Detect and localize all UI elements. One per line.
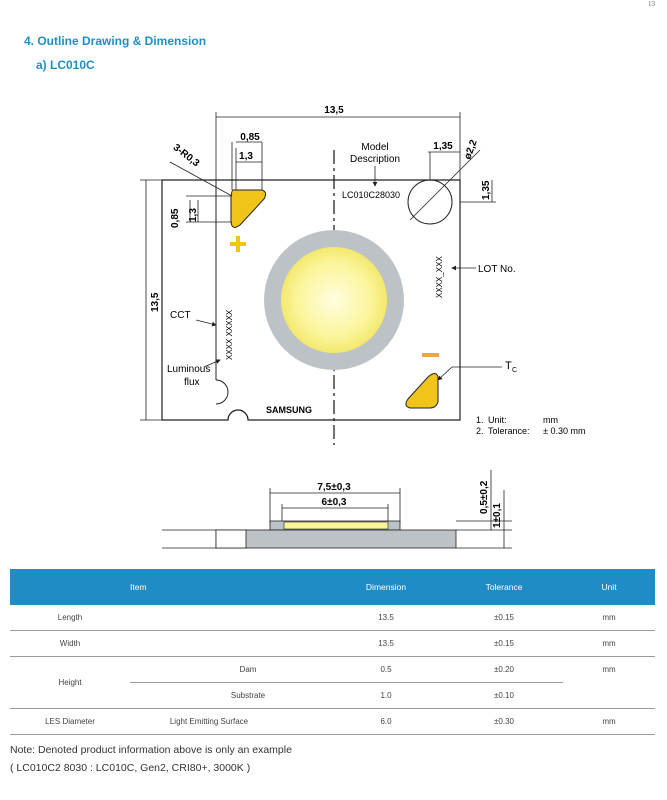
table-row: Substrate 1.0 ±0.10 — [10, 682, 655, 709]
note-block: Note: Denoted product information above … — [10, 741, 292, 777]
dim-radius: 3-R0,3 — [171, 142, 202, 169]
header-unit: Unit — [563, 569, 655, 605]
table-row: Width 13.5 ±0.15 mm — [10, 630, 655, 657]
height-item: Height — [10, 656, 130, 709]
brand-label: SAMSUNG — [266, 405, 312, 415]
dim-135-right: 1,35 — [481, 180, 492, 200]
les-item: LES Diameter — [10, 708, 130, 735]
note-line-2: ( LC010C2 8030 : LC010C, Gen2, CRI80+, 3… — [10, 762, 251, 774]
cathode-pad — [405, 373, 439, 409]
note1-number: 1. — [476, 415, 484, 425]
note2-key: Tolerance: — [488, 426, 530, 436]
page-number: 13 — [648, 0, 655, 8]
width-tolerance: ±0.15 — [445, 630, 563, 657]
header-tolerance: Tolerance — [445, 569, 563, 605]
tc-subscript: C — [512, 367, 517, 374]
note1-value: mm — [543, 415, 558, 425]
side-dim-6: 6±0,3 — [322, 497, 347, 508]
header-dimension: Dimension — [327, 569, 445, 605]
anode-pad — [230, 189, 267, 228]
side-dim-1: 1±0,1 — [492, 503, 503, 528]
dim-135-top: 1,35 — [433, 141, 453, 152]
length-dimension: 13.5 — [327, 605, 445, 631]
height-substrate: Substrate — [130, 682, 327, 709]
dim-top-width: 13,5 — [324, 105, 344, 116]
luminous-label: Luminous — [167, 364, 210, 375]
height-unit: mm — [602, 665, 616, 675]
table-row: Length 13.5 ±0.15 mm — [10, 605, 655, 631]
side-dim-75: 7,5±0,3 — [317, 482, 351, 493]
mounting-hole — [407, 179, 453, 225]
dim-085-left: 0,85 — [170, 208, 181, 228]
dim-13-top: 1,3 — [239, 151, 253, 162]
length-tolerance: ±0.15 — [445, 605, 563, 631]
side-substrate — [215, 529, 457, 549]
length-item: Length — [10, 605, 130, 631]
minus-icon — [422, 353, 439, 357]
subsection-title: a) LC010C — [36, 58, 95, 72]
les-sub: Light Emitting Surface — [130, 708, 327, 735]
model-code: LC010C28030 — [342, 190, 400, 200]
outline-drawing: 13,5 0,85 1,3 3-R0,3 Model Description L… — [140, 105, 585, 549]
table-row: LES Diameter Light Emitting Surface 6.0 … — [10, 708, 655, 735]
lot-label: LOT No. — [478, 264, 516, 275]
description-label: Description — [350, 154, 400, 165]
board-notch — [215, 379, 229, 405]
cct-code: XXXX XXXXX — [225, 309, 234, 360]
note2-value: ± 0.30 mm — [543, 426, 585, 436]
height-substrate-dimension: 1.0 — [327, 682, 445, 709]
lot-code: XXXX_XXX — [435, 256, 444, 298]
length-unit: mm — [563, 605, 655, 631]
side-dim-05: 0,5±0,2 — [479, 480, 490, 514]
cct-label: CCT — [170, 310, 191, 321]
header-blank — [10, 569, 130, 605]
les-dimension: 6.0 — [327, 708, 445, 735]
header-item: Item — [130, 569, 205, 605]
width-unit: mm — [563, 630, 655, 657]
model-label: Model — [361, 142, 388, 153]
note-line-1: Note: Denoted product information above … — [10, 744, 292, 756]
height-dam-dimension: 0.5 — [327, 656, 445, 683]
dim-085-top: 0,85 — [240, 132, 260, 143]
dim-phi: ø2,2 — [462, 138, 479, 161]
tc-label: T — [505, 360, 512, 372]
height-dam: Dam — [130, 656, 327, 683]
note1-key: Unit: — [488, 415, 507, 425]
height-substrate-tolerance: ±0.10 — [445, 682, 563, 709]
header-blank-2 — [205, 569, 327, 605]
dim-13-left: 1,3 — [188, 208, 199, 222]
dim-side-height: 13,5 — [150, 292, 161, 312]
section-title: 4. Outline Drawing & Dimension — [24, 34, 207, 48]
width-item: Width — [10, 630, 130, 657]
width-dimension: 13.5 — [327, 630, 445, 657]
table-header-row: Item Dimension Tolerance Unit — [10, 569, 655, 605]
les-tolerance: ±0.30 — [445, 708, 563, 735]
note2-number: 2. — [476, 426, 484, 436]
side-emitting-layer — [283, 521, 389, 530]
height-dam-tolerance: ±0.20 — [445, 656, 563, 683]
les-unit: mm — [563, 708, 655, 735]
table-row: Height Dam 0.5 ±0.20 mm — [10, 656, 655, 709]
led-emitting-surface — [281, 247, 387, 353]
flux-label: flux — [184, 377, 200, 388]
dimension-table: Item Dimension Tolerance Unit Length 13.… — [10, 569, 655, 735]
